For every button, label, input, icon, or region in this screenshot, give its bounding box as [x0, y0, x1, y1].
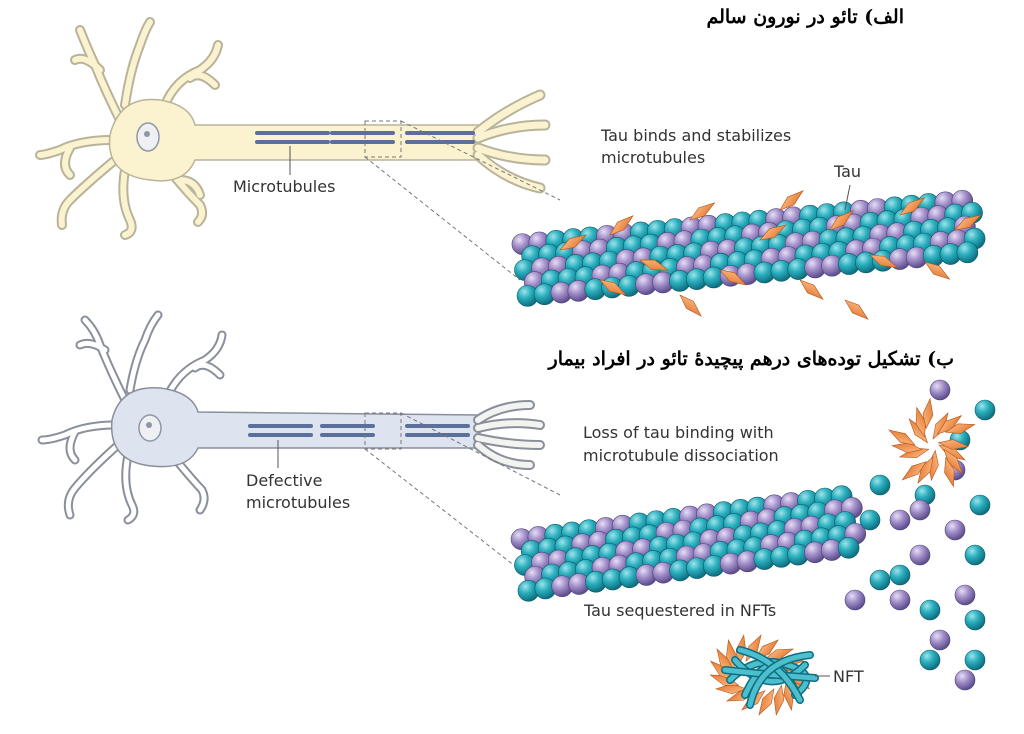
tau-protein — [639, 259, 670, 271]
tau-protein — [924, 261, 951, 280]
tau-protein — [799, 279, 824, 300]
healthy-microtubule — [511, 189, 986, 320]
tau-protein — [829, 210, 854, 231]
tau-protein — [915, 406, 927, 438]
tubulin-purple — [944, 519, 966, 541]
tau-protein — [869, 254, 899, 269]
tau-protein — [609, 215, 634, 236]
tubulin-teal — [974, 399, 996, 421]
tau-protein — [943, 448, 963, 475]
tubulin-purple — [844, 589, 866, 611]
panel-b-title: ب) تشکیل توده‌های درهم پیچیدهٔ تائو در ا… — [548, 348, 954, 370]
tau-protein — [758, 688, 775, 716]
tubulin-teal — [964, 609, 986, 631]
label-tau: Tau — [834, 162, 862, 181]
tubulin-teal — [964, 544, 986, 566]
tau-protein — [888, 429, 916, 446]
label-defective: Defective — [246, 471, 323, 490]
diseased-neuron — [37, 310, 561, 571]
tau-protein — [944, 423, 976, 434]
tubulin-purple — [909, 544, 931, 566]
defective-microtubule — [510, 485, 867, 602]
tubulin-teal — [919, 599, 941, 621]
label-tau-binds: Tau binds and stabilizes — [601, 126, 792, 145]
tubulin-purple — [954, 584, 976, 606]
tubulin-purple — [889, 509, 911, 531]
tau-protein — [779, 190, 804, 211]
tau-protein — [899, 197, 926, 216]
tau-protein — [936, 415, 963, 435]
tubulin-purple — [954, 669, 976, 691]
dissociated-tubulin — [844, 379, 996, 691]
tubulin-teal — [869, 569, 891, 591]
tau-protein — [689, 202, 716, 221]
tau-pointer-line — [844, 184, 851, 211]
tubulin-purple — [909, 499, 931, 521]
tubulin-teal — [889, 564, 911, 586]
tau-protein — [759, 224, 787, 241]
label-loss-of-binding-line2: microtubule dissociation — [583, 446, 779, 465]
label-tau-sequestered: Tau sequestered in NFTs — [584, 601, 777, 620]
tau-protein — [954, 214, 982, 231]
nft-tangle — [709, 634, 819, 716]
tangle-strand — [732, 657, 808, 684]
panel-a-title: الف) تائو در نورون سالم — [706, 6, 904, 28]
tau-protein — [937, 439, 970, 450]
tubulin-teal — [869, 474, 891, 496]
label-nft: NFT — [833, 667, 864, 686]
tau-protein — [719, 269, 747, 286]
tau-protein — [891, 442, 923, 454]
tubulin-teal — [919, 649, 941, 671]
tau-protein — [599, 279, 627, 296]
tau-protein — [844, 299, 869, 320]
tau-protein — [559, 234, 587, 251]
label-loss-of-binding: Loss of tau binding with — [583, 423, 774, 442]
label-defective-line2: microtubules — [246, 493, 351, 512]
label-tau-binds-line2: microtubules — [601, 148, 706, 167]
tau-protein — [679, 294, 702, 317]
tubulin-teal — [837, 536, 860, 559]
tau-protein — [901, 461, 927, 481]
healthy-neuron — [35, 17, 561, 281]
tau-protein — [944, 456, 955, 488]
tau-aggregate — [888, 397, 976, 488]
tubulin-teal — [969, 494, 991, 516]
tau-protein — [922, 397, 934, 430]
tubulin-teal — [964, 649, 986, 671]
tubulin-teal — [956, 241, 979, 264]
label-microtubules: Microtubules — [233, 177, 336, 196]
tubulin-purple — [929, 379, 951, 401]
tubulin-purple — [889, 589, 911, 611]
tubulin-purple — [929, 629, 951, 651]
tangle-strand — [747, 652, 813, 708]
tau-protein — [773, 684, 785, 716]
tau-protein — [917, 456, 934, 484]
tubulin-teal — [859, 509, 881, 531]
